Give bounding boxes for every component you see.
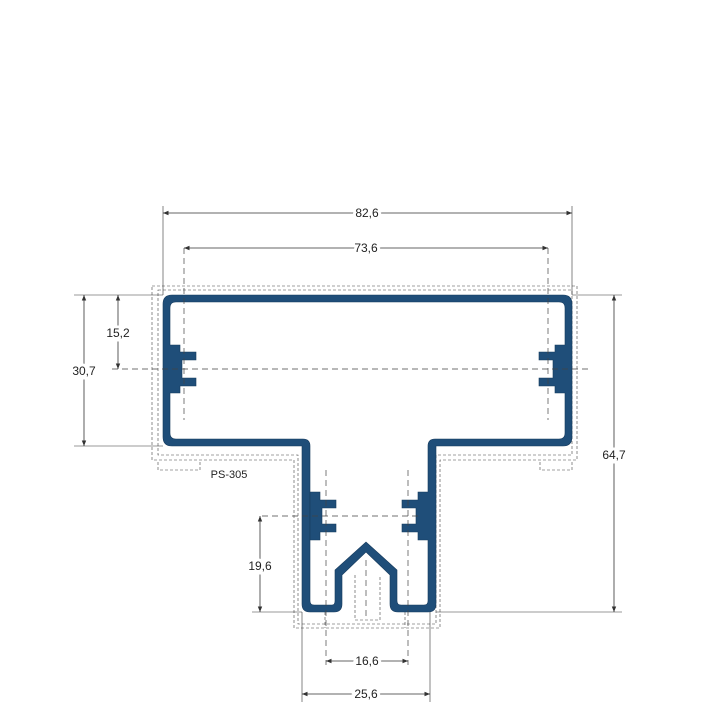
tolerance-outline (151, 285, 578, 629)
dimension-stem-width-text: 25,6 (354, 687, 378, 701)
dimension-stem-inner-width-text: 16,6 (355, 654, 379, 668)
dimension-stem-inner-width: 16,6 (326, 651, 408, 671)
dimension-flange-height: 30,7 (69, 295, 99, 446)
profile-ps-305 (162, 294, 573, 613)
dimension-slot-center-height-text: 15,2 (106, 326, 130, 340)
dimension-slot-center-height: 15,2 (103, 295, 133, 369)
dimension-stem-slot-height: 19,6 (245, 516, 275, 612)
dimension-slot-width-text: 73,6 (354, 241, 378, 255)
dimension-slot-width: 73,6 (184, 238, 548, 258)
extension-lines (74, 206, 622, 702)
dimension-overall-height: 64,7 (599, 295, 629, 612)
dimension-stem-width: 25,6 (302, 684, 430, 704)
profile-label: PS-305 (211, 469, 248, 481)
dimension-flange-height-text: 30,7 (72, 364, 96, 378)
dimension-stem-slot-height-text: 19,6 (248, 559, 272, 573)
dimension-overall-width: 82,6 (163, 203, 572, 223)
dimension-overall-height-text: 64,7 (602, 448, 626, 462)
dimension-overall-width-text: 82,6 (355, 206, 379, 220)
center-lines (112, 248, 590, 665)
